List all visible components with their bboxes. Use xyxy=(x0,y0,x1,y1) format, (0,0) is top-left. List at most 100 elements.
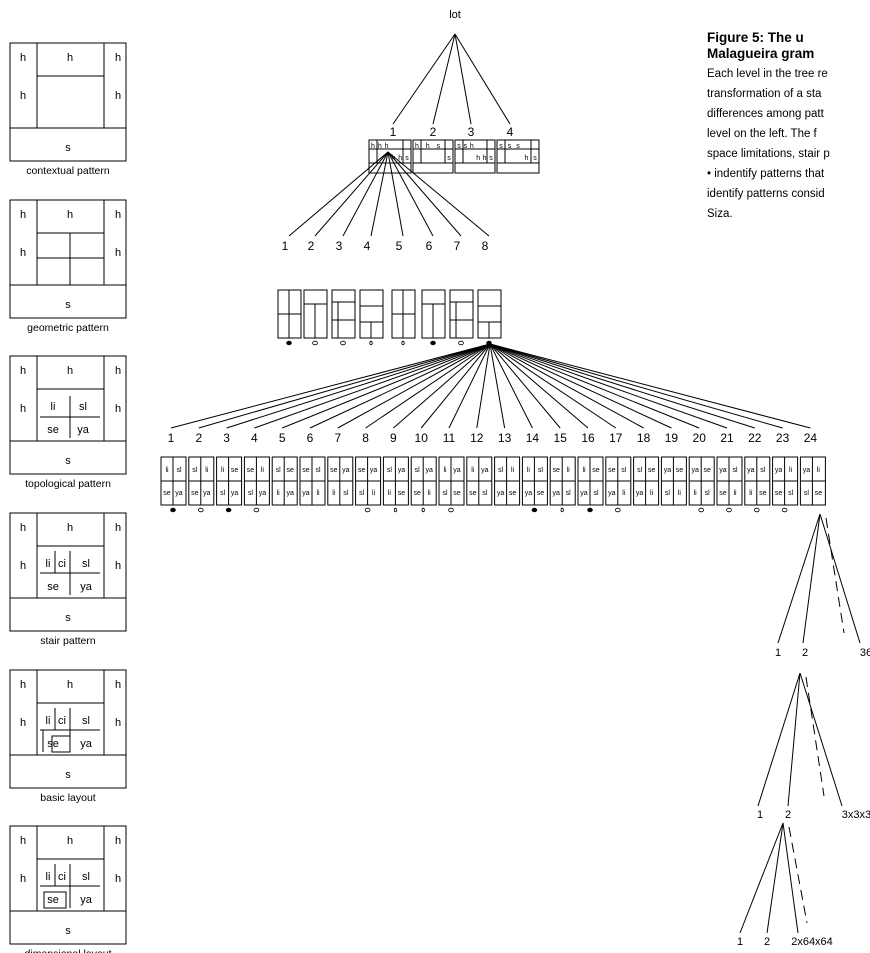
level3-cell-label: se xyxy=(163,490,171,497)
level2-edge xyxy=(288,151,389,237)
level1-cell-label: h xyxy=(426,143,430,150)
level3-label: 8 xyxy=(362,431,369,445)
cell-label: h xyxy=(20,52,26,64)
level1-cell-label: s xyxy=(447,155,451,162)
cell-label: h xyxy=(67,679,73,691)
level3-cell-label: sl xyxy=(359,490,365,497)
level3-label: 19 xyxy=(665,431,679,445)
level3-label: 15 xyxy=(554,431,568,445)
root-edge xyxy=(454,33,472,125)
level3-cell-label: li xyxy=(694,490,698,497)
root-label: lot xyxy=(449,9,461,21)
pattern-frame xyxy=(9,199,127,319)
subtree-edge xyxy=(739,822,784,934)
cell-label: h xyxy=(20,560,26,572)
cell-label: s xyxy=(65,455,71,467)
level3-label: 14 xyxy=(526,431,540,445)
level3-label: 20 xyxy=(693,431,707,445)
cell-label: h xyxy=(20,209,26,221)
cell-label: h xyxy=(20,873,26,885)
cell-label: ci xyxy=(58,558,66,570)
level2-node xyxy=(359,289,384,346)
level3-cell-label: li xyxy=(733,490,737,497)
subtree-edge xyxy=(799,672,843,807)
level1-cell-label: h xyxy=(525,155,529,162)
pattern-caption: stair pattern xyxy=(40,635,96,647)
level3-edge xyxy=(489,343,728,429)
cell-label: li xyxy=(46,871,51,883)
level3-cell-label: li xyxy=(678,490,682,497)
subtree-edge xyxy=(782,822,799,934)
level3-cell-label: sl xyxy=(482,490,488,497)
filled-marker xyxy=(486,340,492,346)
level3-cell-label: li xyxy=(527,467,531,474)
level3-edge xyxy=(309,343,491,429)
pattern-frame xyxy=(9,669,127,789)
tree-edges xyxy=(170,33,811,429)
level3-edge xyxy=(489,343,811,429)
level3-cell-label: li xyxy=(789,467,793,474)
pattern-frame xyxy=(9,825,127,945)
cell-label: se xyxy=(47,738,59,750)
level1-box xyxy=(368,139,412,174)
open-marker xyxy=(364,507,371,513)
level1-box xyxy=(454,139,496,174)
subtree-dashed-edge xyxy=(788,826,808,924)
cell-label: s xyxy=(65,612,71,624)
level3-cell-label: ya xyxy=(259,490,267,497)
pattern-caption: basic layout xyxy=(40,792,96,804)
level3-cell-label: se xyxy=(413,490,421,497)
level3-cell-label: se xyxy=(247,467,255,474)
cell-label: h xyxy=(20,90,26,102)
level3-cell-label: se xyxy=(815,490,823,497)
level3-edge xyxy=(254,343,491,429)
level3-cell-label: se xyxy=(719,490,727,497)
level2-node xyxy=(421,289,446,346)
level2-edge xyxy=(314,151,389,237)
level2-box xyxy=(331,289,356,339)
subtree: 123x3x3x5x5 xyxy=(757,672,870,821)
caption-title-line: Malagueira gram xyxy=(707,46,815,61)
level3-label: 21 xyxy=(720,431,734,445)
cell-label: h xyxy=(115,365,121,377)
level2-label: 4 xyxy=(364,239,371,253)
level3-label: 10 xyxy=(415,431,429,445)
level1-cell-label: h xyxy=(378,143,382,150)
level3-cell-label: ya xyxy=(481,467,489,474)
cell-label: sl xyxy=(82,558,90,570)
small-marker xyxy=(421,507,425,513)
level1-box xyxy=(412,139,454,174)
level2-label: 6 xyxy=(426,239,433,253)
level3-cell-label: sl xyxy=(498,467,504,474)
level1-cell-label: s xyxy=(516,143,520,150)
subtree-edge xyxy=(819,513,861,644)
level3-cell-label: ya xyxy=(286,490,294,497)
small-marker xyxy=(369,340,373,346)
level3-cell-label: ya xyxy=(525,490,533,497)
cell-label: h xyxy=(67,52,73,64)
cell-label: se xyxy=(47,424,59,436)
pattern-caption: geometric pattern xyxy=(27,322,109,334)
level3-edge xyxy=(489,343,617,429)
level3-cell-label: sl xyxy=(276,467,282,474)
open-marker xyxy=(753,507,760,513)
filled-marker xyxy=(225,507,232,513)
level3-cell-label: li xyxy=(817,467,821,474)
level1-label: 4 xyxy=(507,125,514,139)
cell-label: h xyxy=(115,247,121,259)
level2-edge xyxy=(387,151,462,237)
subtree-edge xyxy=(757,672,801,807)
level3-cell-label: se xyxy=(759,490,767,497)
